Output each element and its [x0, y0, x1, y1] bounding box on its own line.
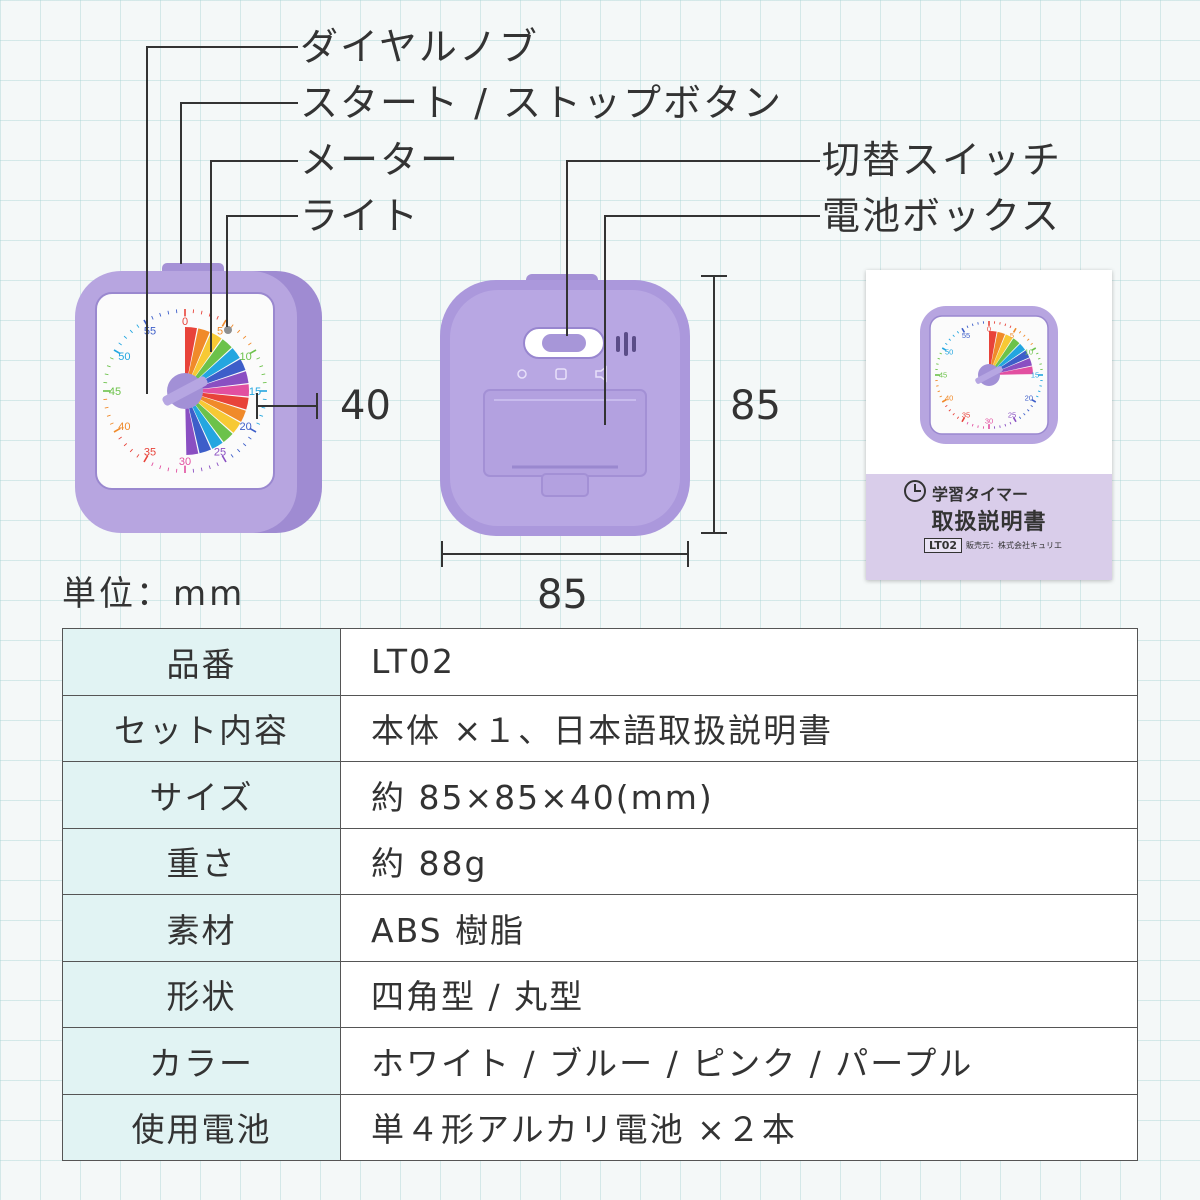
table-row: カラー ホワイト / ブルー / ピンク / パープル: [62, 1027, 1138, 1095]
manual-dial-face: 0 5 10 15 20 25 30 35 40 45 50 55: [935, 321, 1043, 429]
table-row: 品番 LT02: [62, 628, 1138, 696]
manual-title-band: 学習タイマー 取扱説明書 LT02 販売元：株式会社キュリエ: [866, 474, 1112, 580]
dial-number: 35: [144, 447, 156, 459]
dial-number: 20: [239, 421, 251, 433]
svg-text:10: 10: [1025, 348, 1033, 357]
svg-text:5: 5: [1010, 331, 1014, 340]
dial-number: 40: [118, 421, 130, 433]
spec-key: 重さ: [62, 827, 341, 895]
depth-dimension: 40: [340, 383, 391, 429]
svg-text:30: 30: [985, 417, 993, 426]
toggle-switch-knob: [542, 334, 586, 352]
unit-label: 単位：mm: [62, 574, 246, 614]
dial-number: 0: [182, 316, 188, 328]
svg-text:25: 25: [1008, 411, 1016, 420]
spec-value: 約 88g: [340, 827, 1138, 895]
spec-table: 品番 LT02 セット内容 本体 ×１、日本語取扱説明書 サイズ 約 85×85…: [62, 628, 1138, 1161]
manual-title-small: 学習タイマー: [932, 485, 1029, 504]
instruction-manual: 0 5 10 15 20 25 30 35 40 45 50 55 学習タイマー 取扱説明書 LT02…: [866, 270, 1112, 580]
callout-light: ライト: [300, 194, 421, 238]
spec-value: ABS 樹脂: [340, 894, 1138, 962]
svg-text:20: 20: [1025, 394, 1033, 403]
dial-number: 25: [214, 447, 226, 459]
table-row: 形状 四角型 / 丸型: [62, 960, 1138, 1028]
light-indicator: [224, 326, 232, 334]
dial-number: 50: [118, 351, 130, 363]
manual-seller: 販売元：株式会社キュリエ: [966, 541, 1062, 550]
callout-dial-knob: ダイヤルノブ: [300, 25, 539, 69]
battery-box-cover: [483, 389, 647, 477]
dial-number: 15: [249, 386, 261, 398]
svg-text:15: 15: [1031, 371, 1039, 380]
spec-key: 素材: [62, 894, 341, 962]
table-row: 素材 ABS 樹脂: [62, 894, 1138, 962]
width-dimension: 85: [537, 572, 588, 618]
spec-key: 品番: [62, 628, 341, 696]
clock-icon: [904, 480, 926, 502]
spec-value: 約 85×85×40(mm): [340, 761, 1138, 829]
table-row: セット内容 本体 ×１、日本語取扱説明書: [62, 694, 1138, 762]
table-row: サイズ 約 85×85×40(mm): [62, 761, 1138, 829]
manual-title-large: 取扱説明書: [931, 510, 1047, 535]
svg-text:40: 40: [945, 394, 953, 403]
dial-number: 45: [109, 386, 121, 398]
spec-value: ホワイト / ブルー / ピンク / パープル: [340, 1027, 1138, 1095]
callout-toggle-switch: 切替スイッチ: [822, 138, 1063, 182]
table-row: 重さ 約 88g: [62, 827, 1138, 895]
manual-model: LT02: [924, 538, 962, 553]
spec-key: 使用電池: [62, 1093, 341, 1161]
dial-number: 5: [217, 325, 223, 337]
svg-text:0: 0: [987, 325, 991, 334]
dial-number: 30: [179, 456, 191, 468]
timer-back-view: [438, 270, 692, 540]
height-dimension: 85: [730, 383, 781, 429]
dial-number: 10: [239, 351, 251, 363]
svg-text:55: 55: [962, 331, 970, 340]
table-row: 使用電池 単４形アルカリ電池 ×２本: [62, 1093, 1138, 1161]
callout-battery-box: 電池ボックス: [822, 194, 1061, 238]
spec-value: 単４形アルカリ電池 ×２本: [340, 1093, 1138, 1161]
spec-key: カラー: [62, 1027, 341, 1095]
callout-start-stop-button: スタート / ストップボタン: [300, 81, 783, 125]
spec-value: LT02: [340, 628, 1138, 696]
svg-text:35: 35: [962, 411, 970, 420]
svg-text:50: 50: [945, 348, 953, 357]
spec-key: 形状: [62, 960, 341, 1028]
spec-key: セット内容: [62, 694, 341, 762]
spec-value: 本体 ×１、日本語取扱説明書: [340, 694, 1138, 762]
callout-meter: メーター: [300, 138, 461, 182]
spec-key: サイズ: [62, 761, 341, 829]
svg-text:45: 45: [939, 371, 947, 380]
spec-value: 四角型 / 丸型: [340, 960, 1138, 1028]
